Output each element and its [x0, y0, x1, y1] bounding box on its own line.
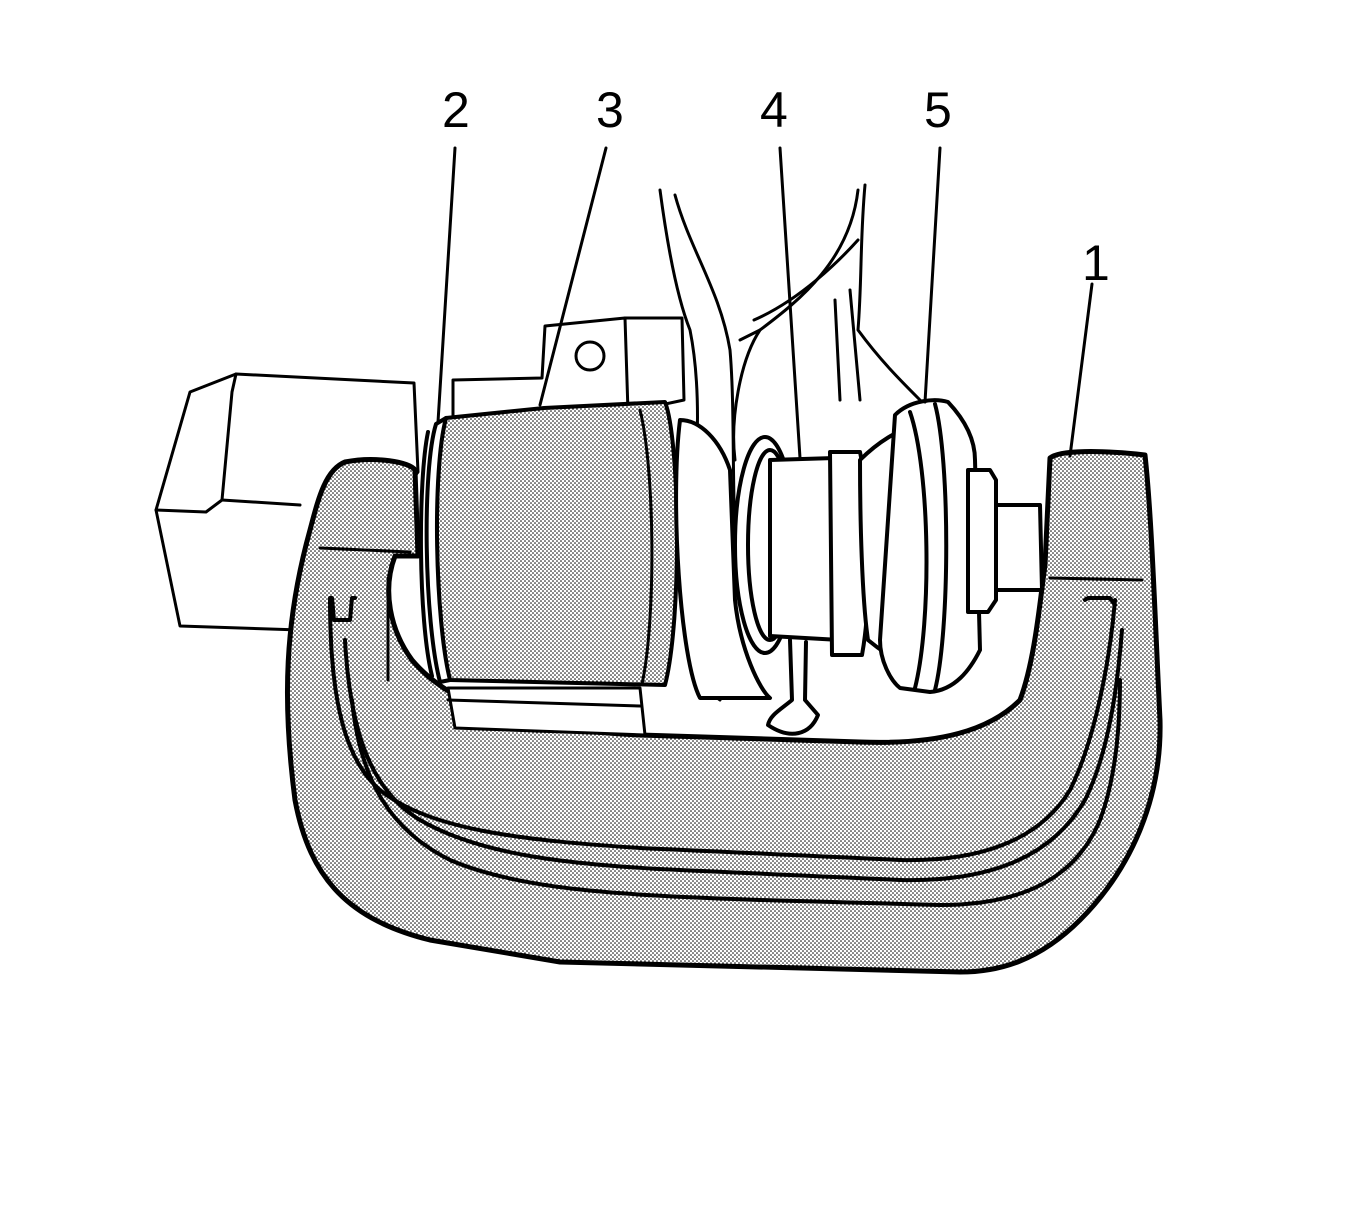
receiver-cup [418, 400, 680, 687]
bushing [674, 418, 871, 736]
c-clamp-frame [284, 449, 1163, 975]
leader-line-2 [436, 146, 457, 424]
leader-line-5 [923, 146, 942, 404]
installer-adapter [858, 398, 1044, 694]
leader-line-4 [778, 146, 802, 460]
leader-lines [436, 146, 1094, 460]
callout-5: 5 [924, 82, 952, 138]
callout-3: 3 [596, 82, 624, 138]
caliper-housing [154, 316, 686, 632]
leader-line-1 [1068, 282, 1094, 458]
callout-4: 4 [760, 82, 788, 138]
callout-1: 1 [1082, 235, 1110, 291]
callout-2: 2 [442, 82, 470, 138]
leader-line-3 [538, 146, 608, 407]
cup-lower-shadow [446, 686, 647, 737]
